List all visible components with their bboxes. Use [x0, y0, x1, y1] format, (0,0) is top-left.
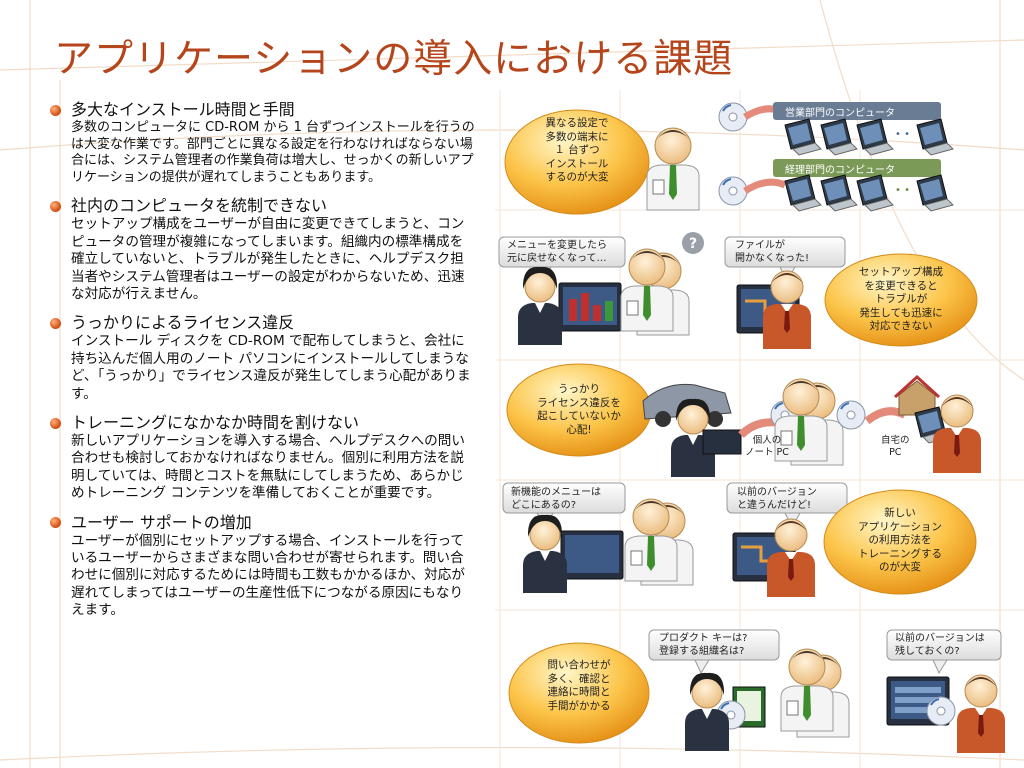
bullet-icon	[50, 200, 61, 212]
issue-item-install-time: 多大なインストール時間と手間 多数のコンピュータに CD-ROM から 1 台ず…	[50, 100, 490, 186]
ellipsis-sales: • •	[895, 129, 910, 140]
callout-training: 新しい アプリケーション の利用方法を トレーニングする のが大変	[858, 507, 942, 573]
bullet-icon	[50, 104, 61, 116]
callout-license-worry: うっかり ライセンス違反を 起こしていないか 心配!	[537, 383, 621, 436]
bullet-icon	[50, 517, 61, 529]
bullet-icon	[50, 417, 61, 429]
label-personal-laptop: 個人の ノート PC	[745, 435, 789, 458]
issue-body: 多数のコンピュータに CD-ROM から 1 台ずつインストールを行うのは大変な…	[71, 120, 475, 185]
question-mark-icon: ?	[689, 236, 698, 252]
callout-setup-config: セットアップ構成 を変更できると トラブルが 発生しても迅速に 対応できない	[859, 266, 943, 332]
label-home-pc: 自宅の PC	[881, 435, 910, 458]
issue-item-license: うっかりによるライセンス違反 インストール ディスクを CD-ROM で配布して…	[50, 313, 490, 403]
issue-item-support: ユーザー サポートの増加 ユーザーが個別にセットアップする場合、インストールを行…	[50, 513, 490, 620]
ellipsis-accounting: • •	[895, 185, 910, 196]
issue-heading: 多大なインストール時間と手間	[71, 100, 295, 119]
speech-keep-previous: 以前のバージョンは 残しておくの?	[895, 633, 985, 657]
speech-file-not-open: ファイルが 開かなくなった!	[735, 240, 810, 264]
speech-different-version: 以前のバージョン と違うんだけど!	[737, 487, 817, 511]
issue-list: 多大なインストール時間と手間 多数のコンピュータに CD-ROM から 1 台ず…	[50, 100, 490, 630]
slide-title: アプリケーションの導入における課題	[54, 37, 734, 82]
issue-heading: 社内のコンピュータを統制できない	[71, 196, 328, 216]
group-label-sales: 営業部門のコンピュータ	[785, 108, 895, 119]
issue-item-control: 社内のコンピュータを統制できない セットアップ構成をユーザーが自由に変更できてし…	[50, 196, 490, 303]
issue-heading: ユーザー サポートの増加	[71, 512, 252, 532]
issue-heading: トレーニングになかなか時間を割けない	[71, 413, 360, 433]
issue-body: 新しいアプリケーションを導入する場合、ヘルプデスクへの問い合わせも検討しておかな…	[71, 433, 465, 502]
issue-body: インストール ディスクを CD-ROM で配布してしまうと、会社に持ち込んだ個人…	[71, 333, 471, 402]
bullet-icon	[50, 317, 61, 329]
callout-install-burden: 異なる設定で 多数の端末に １ 台ずつ インストール するのが大変	[545, 117, 609, 183]
illustration-panel: 異なる設定で 多数の端末に １ 台ずつ インストール するのが大変 営業部門のコ…	[495, 95, 1024, 768]
group-label-accounting: 経理部門のコンピュータ	[785, 165, 895, 176]
issue-item-training: トレーニングになかなか時間を割けない 新しいアプリケーションを導入する場合、ヘル…	[50, 413, 490, 503]
issue-body: ユーザーが個別にセットアップする場合、インストールを行っているユーザーからさまざ…	[71, 532, 465, 619]
speech-menu-changed: メニューを変更したら 元に戻せなくなって…	[507, 240, 607, 264]
speech-new-menu: 新機能のメニューは どこにあるの?	[511, 487, 601, 511]
issue-body: セットアップ構成をユーザーが自由に変更できてしまうと、コンピュータの管理が複雑に…	[71, 216, 465, 302]
issue-heading: うっかりによるライセンス違反	[71, 313, 295, 333]
callout-inquiries: 問い合わせが 多く、確認と 連絡に時間と 手間がかかる	[547, 659, 611, 712]
speech-product-key: プロダクト キーは? 登録する組織名は?	[659, 633, 748, 657]
